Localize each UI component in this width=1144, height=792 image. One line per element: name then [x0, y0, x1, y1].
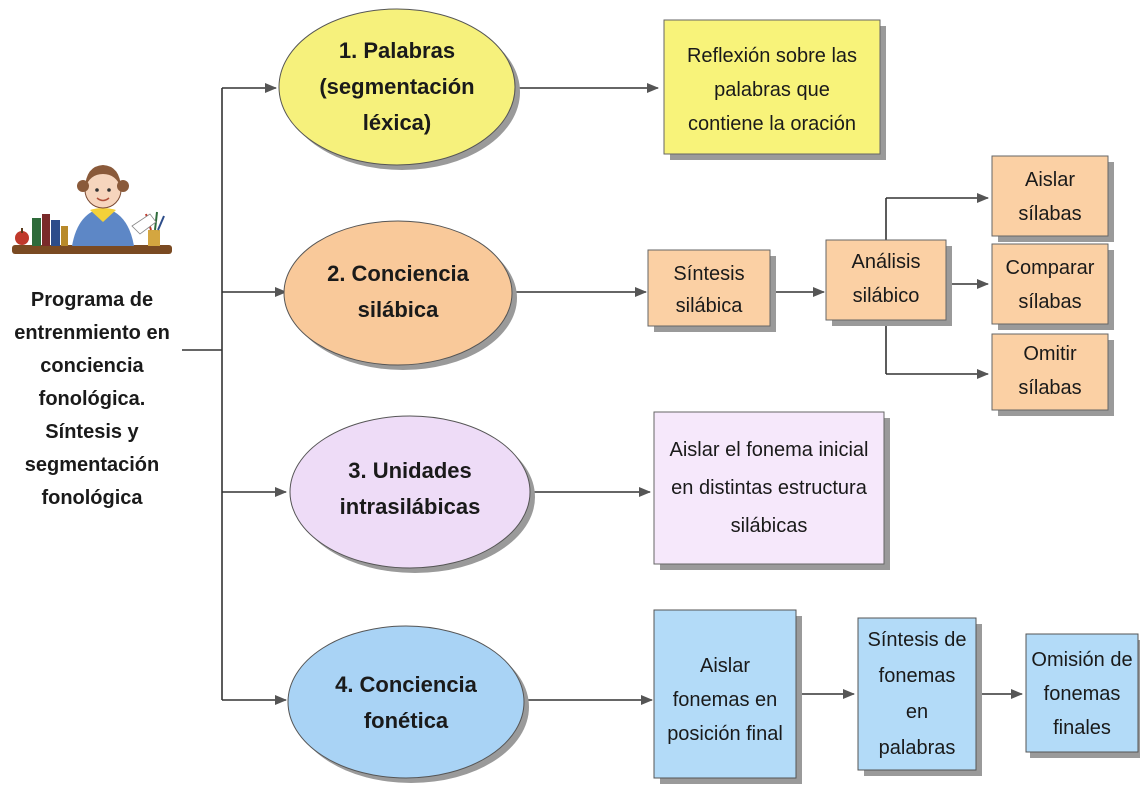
box-label: sílabas: [1018, 203, 1081, 225]
box-label: en: [906, 701, 928, 723]
box-label: silábico: [853, 285, 920, 307]
box-label: Reflexión sobre las: [687, 45, 857, 67]
level-node-silabica: 2. Conciencia silábica: [283, 220, 517, 370]
box-label: fonemas en: [673, 689, 778, 711]
level-node-intrasilabicas: 3. Unidades intrasilábicas: [289, 415, 535, 573]
box-label: palabras: [879, 737, 956, 759]
root-program-title: Programa de entrenmiento en conciencia f…: [14, 289, 170, 509]
box-label: Síntesis: [673, 263, 744, 285]
level-label: 1. Palabras: [339, 38, 455, 63]
box-sintesis-silabica: Síntesis silábica: [647, 249, 776, 332]
box-label: Aislar el fonema inicial: [670, 439, 869, 461]
level-label: fonética: [364, 708, 449, 733]
root-line: Programa de: [31, 289, 153, 311]
box-aislar-fonemas-final: Aislar fonemas en posición final: [653, 609, 802, 784]
box-label: finales: [1053, 717, 1111, 739]
level-node-fonetica: 4. Conciencia fonética: [287, 625, 529, 783]
box-reflexion: Reflexión sobre las palabras que contien…: [663, 19, 886, 160]
box-label: silábicas: [731, 515, 808, 537]
box-comparar-silabas: Comparar sílabas: [991, 243, 1114, 330]
level-label: 3. Unidades: [348, 458, 471, 483]
box-label: Omitir: [1023, 343, 1077, 365]
student-illustration-icon: [12, 165, 172, 254]
root-line: fonológica: [41, 487, 143, 509]
box-label: Análisis: [852, 251, 921, 273]
root-line: fonológica.: [39, 388, 146, 410]
box-label: Aislar: [700, 655, 750, 677]
box-label: fonemas: [879, 665, 956, 687]
box-label: posición final: [667, 723, 783, 745]
level-label: 2. Conciencia: [327, 261, 470, 286]
box-label: Omisión de: [1031, 649, 1132, 671]
box-label: sílabas: [1018, 291, 1081, 313]
level-label: 4. Conciencia: [335, 672, 478, 697]
box-label: fonemas: [1044, 683, 1121, 705]
level-label: intrasilábicas: [340, 494, 481, 519]
box-label: en distintas estructura: [671, 477, 868, 499]
box-analisis-silabico: Análisis silábico: [825, 239, 952, 326]
root-line: Síntesis y: [45, 421, 139, 443]
box-label: contiene la oración: [688, 113, 856, 135]
level-label: (segmentación: [319, 74, 474, 99]
box-omitir-silabas: Omitir sílabas: [991, 333, 1114, 416]
box-label: silábica: [676, 295, 744, 317]
box-label: Comparar: [1006, 257, 1095, 279]
box-label: Aislar: [1025, 169, 1075, 191]
level-label: léxica): [363, 110, 432, 135]
connectors: [182, 83, 1023, 705]
box-omision-fonemas: Omisión de fonemas finales: [1025, 633, 1140, 758]
root-line: entrenmiento en: [14, 322, 170, 344]
root-line: conciencia: [40, 355, 144, 377]
box-aislar-fonema-inicial: Aislar el fonema inicial en distintas es…: [653, 411, 890, 570]
box-label: palabras que: [714, 79, 830, 101]
box-sintesis-fonemas: Síntesis de fonemas en palabras: [857, 617, 982, 776]
level-label: silábica: [358, 297, 439, 322]
root-line: segmentación: [25, 454, 159, 476]
box-label: sílabas: [1018, 377, 1081, 399]
box-label: Síntesis de: [868, 629, 967, 651]
box-aislar-silabas: Aislar sílabas: [991, 155, 1114, 242]
level-node-palabras: 1. Palabras (segmentación léxica): [278, 8, 520, 170]
